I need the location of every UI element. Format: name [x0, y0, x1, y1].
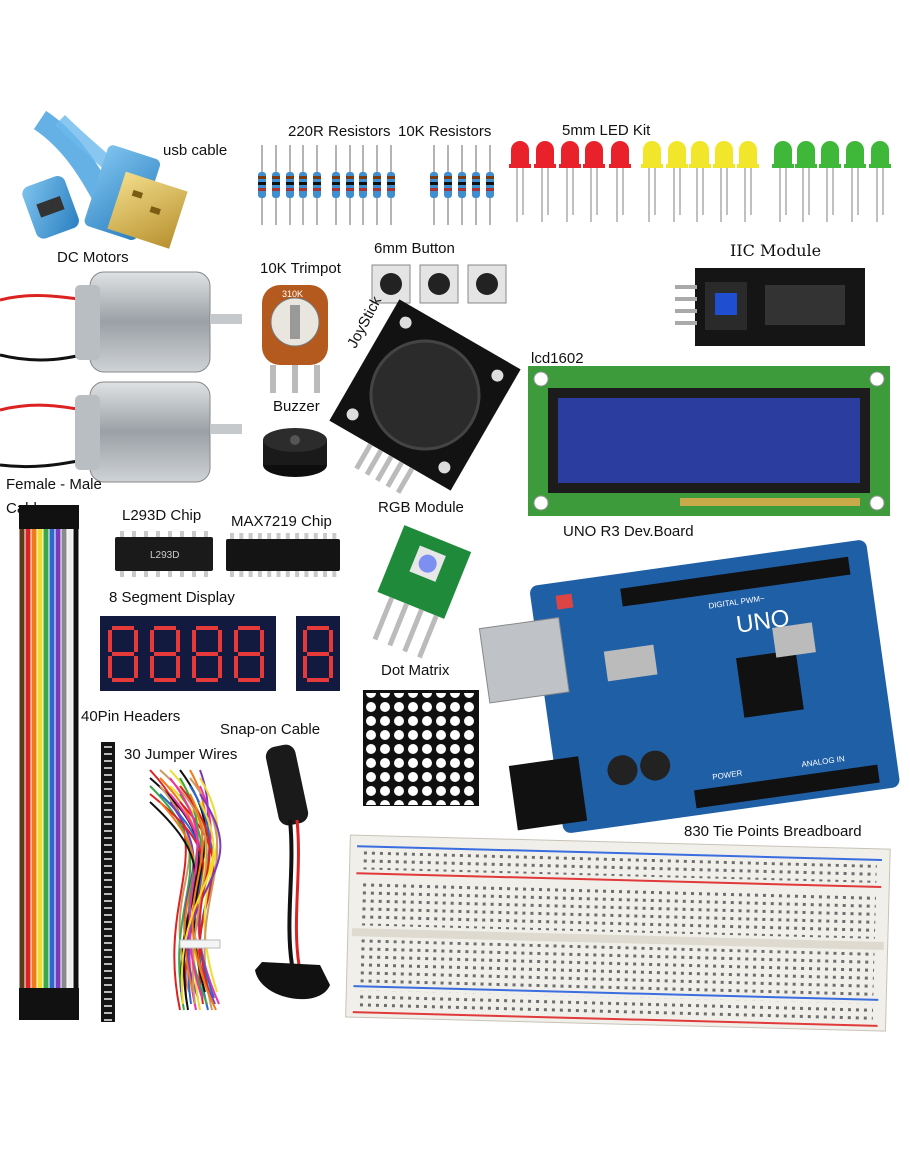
buzzer: [263, 428, 327, 477]
button-label: 6mm Button: [374, 240, 455, 257]
snap-on-cable: [255, 744, 330, 1000]
lcd1602: [528, 366, 890, 516]
pin-headers-label: 40Pin Headers: [81, 708, 181, 725]
jumper-wires: [149, 769, 222, 1011]
trimpot-value: 310K: [282, 289, 303, 299]
resistors-220r-label: 220R Resistors: [288, 123, 391, 140]
resistors-220r: [258, 145, 395, 225]
segment-display-label: 8 Segment Display: [109, 589, 235, 606]
uno-board: UNO DIGITAL PWM~ POWER ANALOG IN: [478, 540, 900, 833]
l293d-marking: L293D: [150, 550, 179, 561]
joystick: [329, 299, 521, 494]
usb-cable: [22, 110, 188, 249]
uno-board-label: UNO R3 Dev.Board: [563, 523, 694, 540]
dc-motor-bottom: [0, 381, 242, 483]
lcd-label: lcd1602: [531, 350, 584, 367]
trimpot: 310K: [262, 285, 328, 393]
resistors-10k: [430, 145, 494, 225]
breadboard-label: 830 Tie Points Breadboard: [684, 823, 862, 840]
max7219-label: MAX7219 Chip: [231, 513, 332, 530]
push-buttons: [371, 264, 507, 304]
rgb-module: [372, 525, 472, 659]
uno-power: POWER: [712, 769, 743, 782]
dc-motor-top: [0, 271, 242, 373]
led-kit: [509, 141, 891, 222]
female-male-label: Female - Male: [6, 476, 102, 493]
led-kit-label: 5mm LED Kit: [562, 122, 651, 139]
pin-header: [101, 742, 115, 1022]
segment-display-1digit: [296, 616, 340, 691]
dc-motors-label: DC Motors: [57, 249, 129, 266]
iic-module: [675, 268, 865, 346]
dot-matrix-label: Dot Matrix: [381, 662, 450, 679]
max7219-chip: [226, 533, 340, 577]
jumper-wires-label: 30 Jumper Wires: [124, 746, 238, 763]
l293d-chip: L293D: [115, 531, 213, 577]
resistors-10k-label: 10K Resistors: [398, 123, 492, 140]
iic-module-label: IIC Module: [730, 241, 822, 260]
rgb-module-label: RGB Module: [378, 499, 464, 516]
ribbon-cable: [19, 505, 79, 1020]
l293d-label: L293D Chip: [122, 507, 202, 524]
breadboard: [345, 834, 891, 1032]
segment-display-4digit: [100, 616, 276, 691]
dot-matrix: [363, 690, 479, 806]
snap-cable-label: Snap-on Cable: [220, 721, 321, 738]
usb-cable-label: usb cable: [163, 142, 228, 159]
buzzer-label: Buzzer: [273, 398, 320, 415]
trimpot-label: 10K Trimpot: [260, 260, 341, 277]
cable-label: Cable: [6, 500, 46, 517]
